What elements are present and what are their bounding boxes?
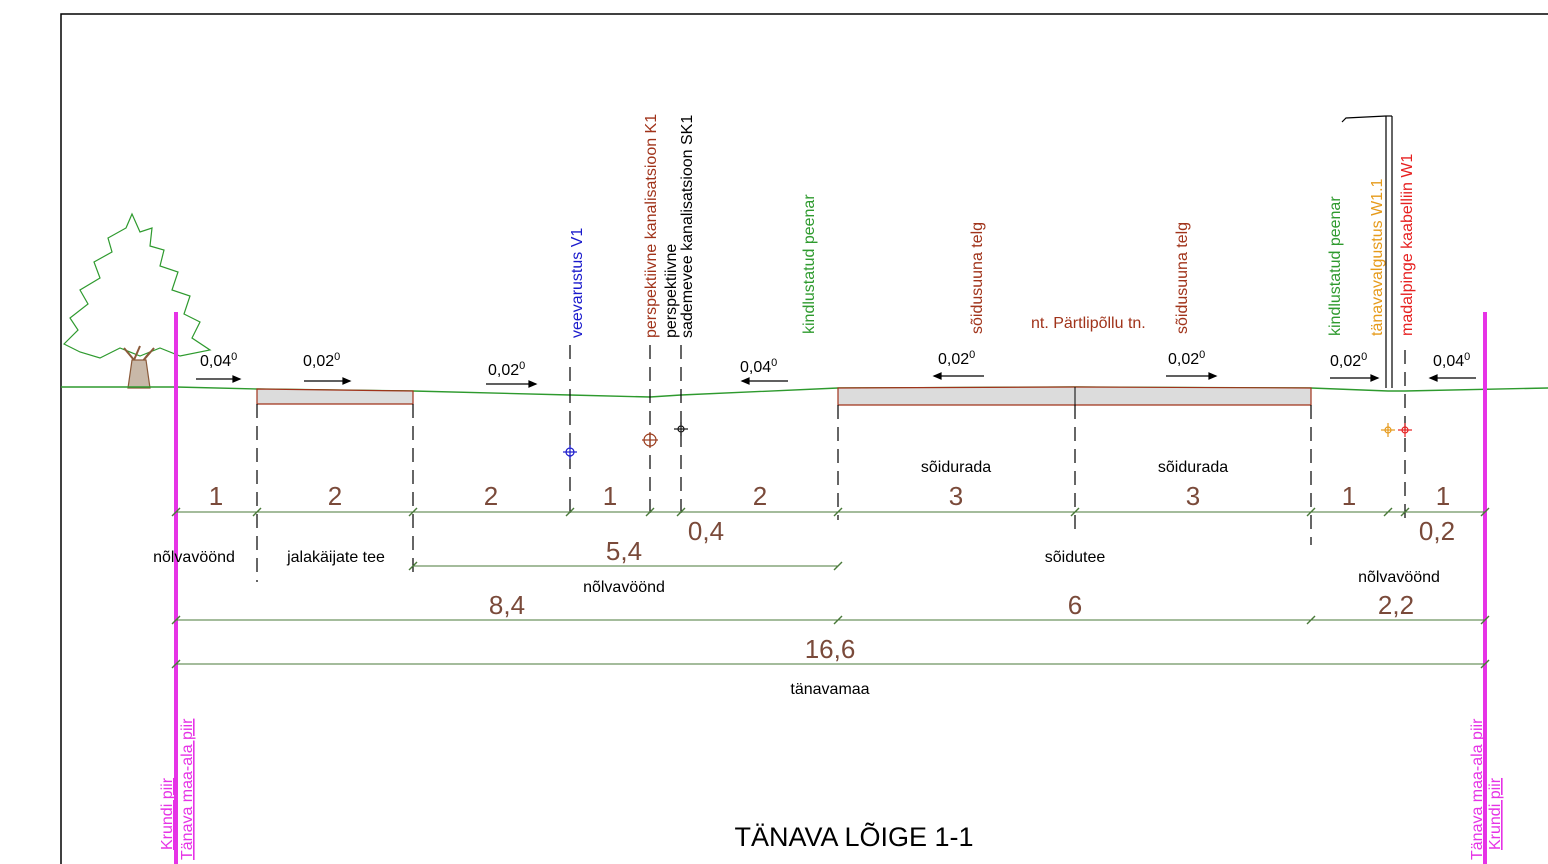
boundary-labels: Krundi piir Tänava maa-ala piir Tänava m… (159, 718, 1504, 860)
slope-label: 0,020 (1330, 351, 1367, 370)
dimension-rows-lower: 5,4 8,4 6 2,2 16,6 (489, 536, 1414, 664)
shoulder-right-label: kindlustatud peenar (1327, 196, 1344, 336)
left-boundary-label-2: Tänava maa-ala piir (179, 718, 196, 860)
slope-label: 0,020 (488, 360, 525, 379)
lane-2-label: sõidurada (1158, 459, 1228, 476)
lowvolt-cable-icon (1398, 423, 1412, 437)
dim-value: 5,4 (606, 536, 642, 566)
storm-pipe-icon (674, 422, 688, 436)
storm-label-2: sademevee kanalisatsioon SK1 (679, 115, 696, 338)
dim-value: 1 (1436, 481, 1450, 511)
zone-labels: nõlvavöönd jalakäijate tee sõidutee nõlv… (153, 459, 1440, 698)
lane-axis-left-label: sõidusuuna telg (969, 222, 986, 334)
dim-value: 1 (1342, 481, 1356, 511)
sidewalk-label: jalakäijate tee (286, 549, 385, 566)
left-boundary-label-1: Krundi piir (159, 777, 176, 850)
sidewalk-pavement (256, 388, 414, 405)
tree-icon (62, 212, 212, 389)
water-label: veevarustus V1 (569, 228, 586, 338)
dimension-ticks (171, 507, 1490, 669)
street-name-label: nt. Pärtlipõllu tn. (1031, 315, 1146, 332)
dim-value: 8,4 (489, 590, 525, 620)
slope-label: 0,020 (303, 351, 340, 370)
slope-label: 0,020 (938, 349, 975, 368)
dim-value: 3 (949, 481, 963, 511)
dim-value: 2 (484, 481, 498, 511)
sewer-pipe-icon (642, 432, 658, 448)
slope-label: 0,020 (1168, 349, 1205, 368)
street-light-icon (1341, 115, 1393, 388)
slope-zone-mid-label: nõlvavöönd (583, 579, 665, 596)
right-boundary-label-1: Tänava maa-ala piir (1469, 718, 1486, 860)
drawing-frame (60, 13, 1548, 864)
dim-value: 3 (1186, 481, 1200, 511)
water-pipe-icon (563, 445, 577, 459)
carriageway-label: sõidutee (1045, 549, 1106, 566)
drawing-title: TÄNAVA LÕIGE 1-1 (734, 821, 973, 852)
dim-value: 1 (603, 481, 617, 511)
dim-value: 2 (328, 481, 342, 511)
street-land-label: tänavamaa (790, 681, 869, 698)
slope-label: 0,040 (200, 351, 237, 370)
dim-value: 1 (209, 481, 223, 511)
lowvolt-label: madalpinge kaabelliin W1 (1399, 154, 1416, 336)
dim-total: 16,6 (805, 634, 856, 664)
dim-value: 2 (753, 481, 767, 511)
slope-arrows (196, 372, 1476, 388)
dim-value-small: 0,2 (1419, 516, 1455, 546)
vertical-guides (256, 345, 1406, 582)
slope-label: 0,040 (1433, 351, 1470, 370)
lane-axis-right-label: sõidusuuna telg (1174, 222, 1191, 334)
shoulder-left-label: kindlustatud peenar (801, 194, 818, 334)
lighting-label: tänavavalgustus W1.1 (1369, 178, 1386, 336)
dimension-row-1: 1 2 2 1 2 3 3 1 1 0,4 0,2 (209, 481, 1455, 546)
storm-label-1: perspektiivne (663, 244, 680, 338)
dim-value-small: 0,4 (688, 516, 724, 546)
lane-1-label: sõidurada (921, 459, 991, 476)
sewer-label: perspektiivne kanalisatsioon K1 (643, 114, 660, 338)
right-boundary-label-2: Krundi piir (1487, 777, 1504, 850)
slope-zone-left-label: nõlvavöönd (153, 549, 235, 566)
dim-value: 2,2 (1378, 590, 1414, 620)
slope-labels: 0,040 0,020 0,020 0,040 0,020 0,020 0,02… (200, 349, 1470, 379)
lighting-cable-icon (1381, 423, 1395, 437)
dimension-lines (176, 511, 1485, 665)
slope-label: 0,040 (740, 357, 777, 376)
dim-value: 6 (1068, 590, 1082, 620)
slope-zone-right-label: nõlvavöönd (1358, 569, 1440, 586)
vertical-labels: veevarustus V1 perspektiivne kanalisatsi… (569, 114, 1416, 338)
